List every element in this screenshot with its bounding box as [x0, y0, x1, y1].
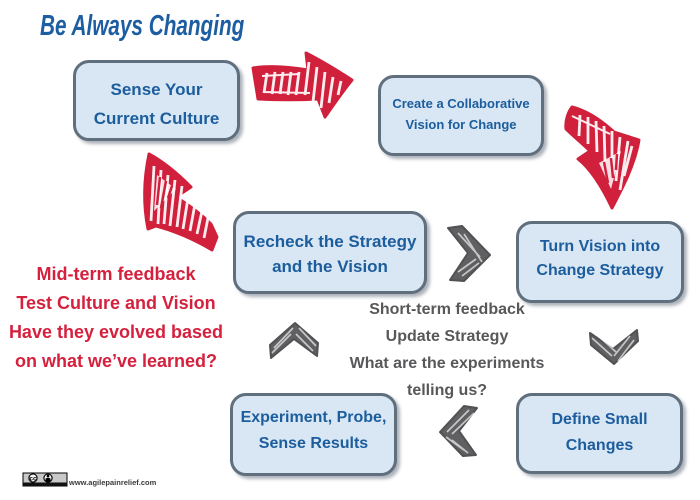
svg-text:cc: cc — [29, 476, 37, 483]
